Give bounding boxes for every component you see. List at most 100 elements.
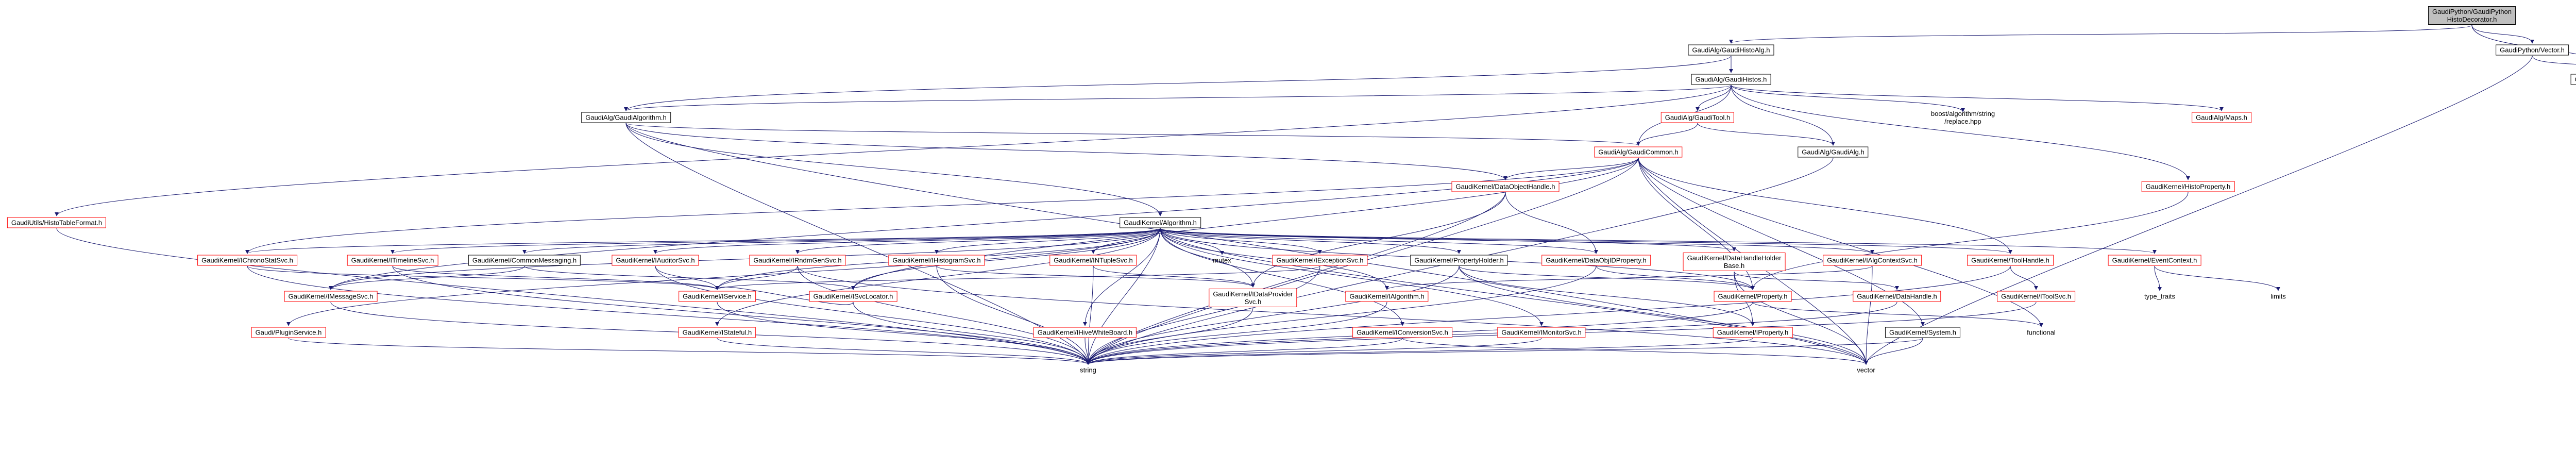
include-edge-property_h-to-functional	[1752, 302, 2043, 327]
graph-node-irndmgensvc[interactable]: GaudiKernel/IRndmGenSvc.h	[749, 255, 846, 266]
node-label: GaudiKernel/IRndmGenSvc.h	[753, 256, 842, 264]
node-label: GaudiKernel/IHiveWhiteBoard.h	[1037, 328, 1133, 337]
include-edge-gaudihistos-to-maps	[1731, 85, 2224, 111]
graph-node-vector_h[interactable]: GaudiPython/Vector.h	[2496, 44, 2569, 56]
graph-node-ialgorithm[interactable]: GaudiKernel/IAlgorithm.h	[1345, 291, 1429, 302]
node-label: GaudiKernel/IService.h	[683, 292, 752, 300]
node-label: GaudiKernel/System.h	[1889, 328, 1957, 337]
graph-node-isvclocator[interactable]: GaudiKernel/ISvcLocator.h	[809, 291, 897, 302]
node-label: GaudiKernel/IToolSvc.h	[2001, 292, 2071, 300]
node-label: GaudiKernel/IExceptionSvc.h	[1276, 256, 1364, 264]
graph-node-algorithm_h[interactable]: GaudiKernel/Algorithm.h	[1120, 217, 1201, 228]
graph-node-imessagesvc[interactable]: GaudiKernel/IMessageSvc.h	[284, 291, 378, 302]
node-label: GaudiKernel/ISvcLocator.h	[813, 292, 893, 300]
graph-node-gaudipython[interactable]: GaudiPython/GaudiPython.h	[2570, 74, 2576, 85]
graph-node-gauditool[interactable]: GaudiAlg/GaudiTool.h	[1660, 112, 1735, 123]
node-label: GaudiKernel/IMonitorSvc.h	[1501, 328, 1582, 337]
graph-node-istateful[interactable]: GaudiKernel/IStateful.h	[678, 327, 756, 338]
graph-node-iconversionsvc[interactable]: GaudiKernel/IConversionSvc.h	[1352, 327, 1452, 338]
include-edge-algorithm_h-to-pluginservice	[286, 228, 1161, 326]
graph-node-histotableformat[interactable]: GaudiUtils/HistoTableFormat.h	[7, 217, 107, 228]
graph-node-iauditorsvc[interactable]: GaudiKernel/IAuditorSvc.h	[612, 255, 699, 266]
include-edge-algorithm_h-to-eventcontext	[1160, 228, 2157, 254]
node-label: GaudiAlg/GaudiAlgorithm.h	[585, 113, 667, 122]
include-edge-algorithm_h-to-imonitorsvc	[1160, 228, 1544, 326]
graph-node-eventcontext[interactable]: GaudiKernel/EventContext.h	[2108, 255, 2201, 266]
graph-node-dataobjecthandle[interactable]: GaudiKernel/DataObjectHandle.h	[1451, 181, 1560, 192]
graph-node-toolhandle[interactable]: GaudiKernel/ToolHandle.h	[1967, 255, 2054, 266]
graph-node-property_h[interactable]: GaudiKernel/Property.h	[1714, 291, 1792, 302]
graph-node-type_traits: type_traits	[2143, 292, 2176, 302]
include-edge-dataobjidproperty-to-string	[1086, 265, 1597, 365]
graph-node-system_h[interactable]: GaudiKernel/System.h	[1885, 327, 1961, 338]
include-edge-algorithm_h-to-isvclocator	[851, 228, 1161, 290]
include-edge-idataprovidersvc-to-string	[1086, 307, 1253, 365]
include-edge-gaudicommon-to-dataobjecthandle	[1503, 157, 1639, 180]
include-edge-algorithm_h-to-ichronostatsvc	[245, 228, 1161, 254]
include-edge-root-to-histoalg	[1729, 25, 2472, 44]
graph-node-commonmessaging[interactable]: GaudiKernel/CommonMessaging.h	[468, 255, 581, 266]
graph-node-iproperty[interactable]: GaudiKernel/IProperty.h	[1713, 327, 1793, 338]
node-label: GaudiAlg/GaudiTool.h	[1665, 113, 1731, 122]
graph-node-ichronostatsvc[interactable]: GaudiKernel/IChronoStatSvc.h	[197, 255, 297, 266]
graph-node-histoalg[interactable]: GaudiAlg/GaudiHistoAlg.h	[1688, 44, 1774, 56]
graph-node-datahandle[interactable]: GaudiKernel/DataHandle.h	[1853, 291, 1941, 302]
node-label: Svc.h	[1244, 298, 1262, 306]
graph-node-histoproperty[interactable]: GaudiKernel/HistoProperty.h	[2141, 181, 2235, 192]
graph-node-itoolsvc[interactable]: GaudiKernel/IToolSvc.h	[1997, 291, 2075, 302]
node-label: GaudiKernel/IConversionSvc.h	[1357, 328, 1448, 337]
include-edge-gaudihistos-to-histotableformat	[55, 85, 1732, 216]
node-label: GaudiKernel/IAuditorSvc.h	[616, 256, 695, 264]
include-edge-gaudihistos-to-gaudialgorithm	[624, 85, 1732, 111]
include-edge-gaudicommon-to-functional	[1638, 157, 2043, 327]
node-label: GaudiUtils/HistoTableFormat.h	[11, 219, 103, 227]
graph-node-string: string	[1079, 365, 1097, 375]
include-edge-gaudicommon-to-system_h	[1638, 157, 1925, 326]
graph-node-gaudialgorithm[interactable]: GaudiAlg/GaudiAlgorithm.h	[581, 112, 671, 123]
node-label: HistoDecorator.h	[2447, 15, 2497, 23]
include-edge-gaudialgorithm-to-dataobjecthandle	[625, 123, 1507, 180]
node-label: GaudiKernel/DataObjectHandle.h	[1455, 182, 1555, 191]
include-edge-gaudihistos-to-histoproperty	[1731, 85, 2190, 180]
graph-node-itimelinesvc[interactable]: GaudiKernel/ITimelineSvc.h	[347, 255, 438, 266]
graph-node-ihistogramsvc[interactable]: GaudiKernel/IHistogramSvc.h	[888, 255, 985, 266]
graph-node-gaudicommon[interactable]: GaudiAlg/GaudiCommon.h	[1594, 146, 1683, 158]
node-label: GaudiPython/Vector.h	[2500, 46, 2565, 54]
include-edge-propertyholder-to-property_h	[1459, 265, 1755, 290]
graph-node-dataobjidproperty[interactable]: GaudiKernel/DataObjIDProperty.h	[1541, 255, 1651, 266]
graph-node-maps[interactable]: GaudiAlg/Maps.h	[2192, 112, 2251, 123]
include-edge-ialgcontextsvc-to-ialgorithm	[1385, 265, 1873, 290]
graph-node-pluginservice[interactable]: Gaudi/PluginService.h	[251, 327, 326, 338]
node-label: GaudiAlg/Maps.h	[2196, 113, 2247, 122]
graph-node-imonitorsvc[interactable]: GaudiKernel/IMonitorSvc.h	[1497, 327, 1586, 338]
graph-node-iexceptionsvc[interactable]: GaudiKernel/IExceptionSvc.h	[1272, 255, 1368, 266]
graph-node-propertyholder[interactable]: GaudiKernel/PropertyHolder.h	[1410, 255, 1508, 266]
include-edge-isvclocator-to-string	[853, 302, 1090, 365]
include-edge-datahandleholderbase-to-vector	[1734, 271, 1868, 365]
node-label: Base.h	[1723, 262, 1745, 270]
node-label: GaudiKernel/ITimelineSvc.h	[351, 256, 434, 264]
graph-node-intuplesvc[interactable]: GaudiKernel/INTupleSvc.h	[1049, 255, 1137, 266]
include-edge-gaudialgorithm-to-algorithm_h	[625, 123, 1162, 216]
node-label: GaudiKernel/DataObjIDProperty.h	[1546, 256, 1647, 264]
graph-node-limits: limits	[2269, 292, 2287, 302]
graph-node-ihivewhiteboard[interactable]: GaudiKernel/IHiveWhiteBoard.h	[1033, 327, 1137, 338]
node-label: limits	[2270, 292, 2286, 300]
include-edge-irndmgensvc-to-iservice	[715, 265, 798, 290]
include-edge-iproperty-to-string	[1086, 338, 1753, 365]
edge-group	[55, 25, 2576, 365]
include-edge-algorithm_h-to-dataobjidproperty	[1160, 228, 1598, 254]
include-edge-algorithm_h-to-istateful	[715, 228, 1161, 326]
graph-node-ialgcontextsvc[interactable]: GaudiKernel/IAlgContextSvc.h	[1823, 255, 1922, 266]
include-edge-eventcontext-to-limits	[2154, 265, 2280, 291]
graph-node-iservice[interactable]: GaudiKernel/IService.h	[679, 291, 756, 302]
graph-node-gaudihistos[interactable]: GaudiAlg/GaudiHistos.h	[1691, 74, 1771, 85]
include-edge-gaudihistos-to-boost_replace	[1731, 85, 1965, 112]
include-edge-algorithm_h-to-ialgcontextsvc	[1160, 228, 1874, 254]
graph-node-mutex: mutex	[1212, 256, 1232, 265]
graph-node-gaudialg_h[interactable]: GaudiAlg/GaudiAlg.h	[1798, 146, 1869, 158]
include-edge-histoproperty-to-property_h	[1751, 192, 2189, 290]
